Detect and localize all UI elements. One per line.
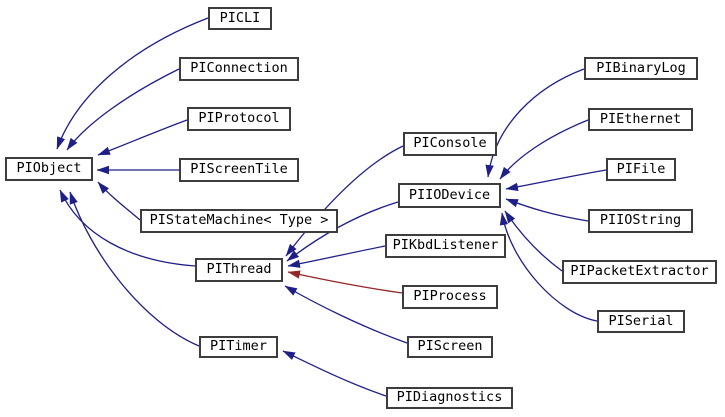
class-node-piethernet[interactable]: PIEthernet [588, 108, 693, 131]
class-node-pitimer[interactable]: PITimer [199, 336, 278, 358]
edge-pibinarylog-to-piiodevice [485, 68, 585, 178]
class-node-pibinarylog[interactable]: PIBinaryLog [584, 57, 698, 80]
edge-piiostring-to-piiodevice [505, 198, 589, 222]
edge-pitimer-to-piobject [69, 191, 200, 347]
edge-piserial-to-piiodevice [499, 212, 598, 322]
class-node-piobject[interactable]: PIObject [5, 157, 93, 181]
class-node-pithread[interactable]: PIThread [195, 258, 283, 282]
class-node-piscreentile[interactable]: PIScreenTile [179, 158, 299, 182]
edge-pikbdlistener-to-pithread [287, 245, 386, 268]
class-node-pikbdlistener[interactable]: PIKbdListener [385, 234, 506, 258]
edge-piconsole-to-pithread [285, 145, 404, 257]
edge-pithread-to-piobject [59, 189, 196, 267]
class-node-pidiagnostics[interactable]: PIDiagnostics [386, 387, 513, 409]
class-node-picli[interactable]: PICLI [208, 7, 272, 30]
class-node-piiodevice[interactable]: PIIODevice [398, 183, 501, 208]
edge-piprotocol-to-piobject [97, 119, 188, 156]
class-node-piprocess[interactable]: PIProcess [402, 285, 498, 309]
edge-pipacketextractor-to-piiodevice [504, 210, 563, 272]
edge-piconnection-to-piobject [66, 68, 180, 151]
class-node-piiostring[interactable]: PIIOString [588, 209, 693, 233]
class-node-piconsole[interactable]: PIConsole [403, 132, 497, 156]
class-node-pifile[interactable]: PIFile [606, 158, 676, 181]
edge-pidiagnostics-to-pitimer [282, 350, 387, 397]
class-node-piprotocol[interactable]: PIProtocol [187, 107, 291, 131]
edge-pifile-to-piiodevice [505, 169, 607, 192]
edge-pistatemachine-to-piobject [97, 181, 141, 221]
edge-piscreen-to-pithread [284, 285, 408, 344]
class-node-piscreen[interactable]: PIScreen [407, 336, 493, 358]
class-node-piconnection[interactable]: PIConnection [179, 57, 299, 81]
edge-piethernet-to-piiodevice [499, 119, 589, 180]
edge-picli-to-piobject [56, 17, 209, 150]
class-node-pistatemachine[interactable]: PIStateMachine< Type > [140, 209, 338, 233]
class-node-piserial[interactable]: PISerial [597, 310, 685, 333]
edge-piprocess-to-pithread [287, 270, 403, 294]
class-node-pipacketextractor[interactable]: PIPacketExtractor [562, 260, 717, 284]
